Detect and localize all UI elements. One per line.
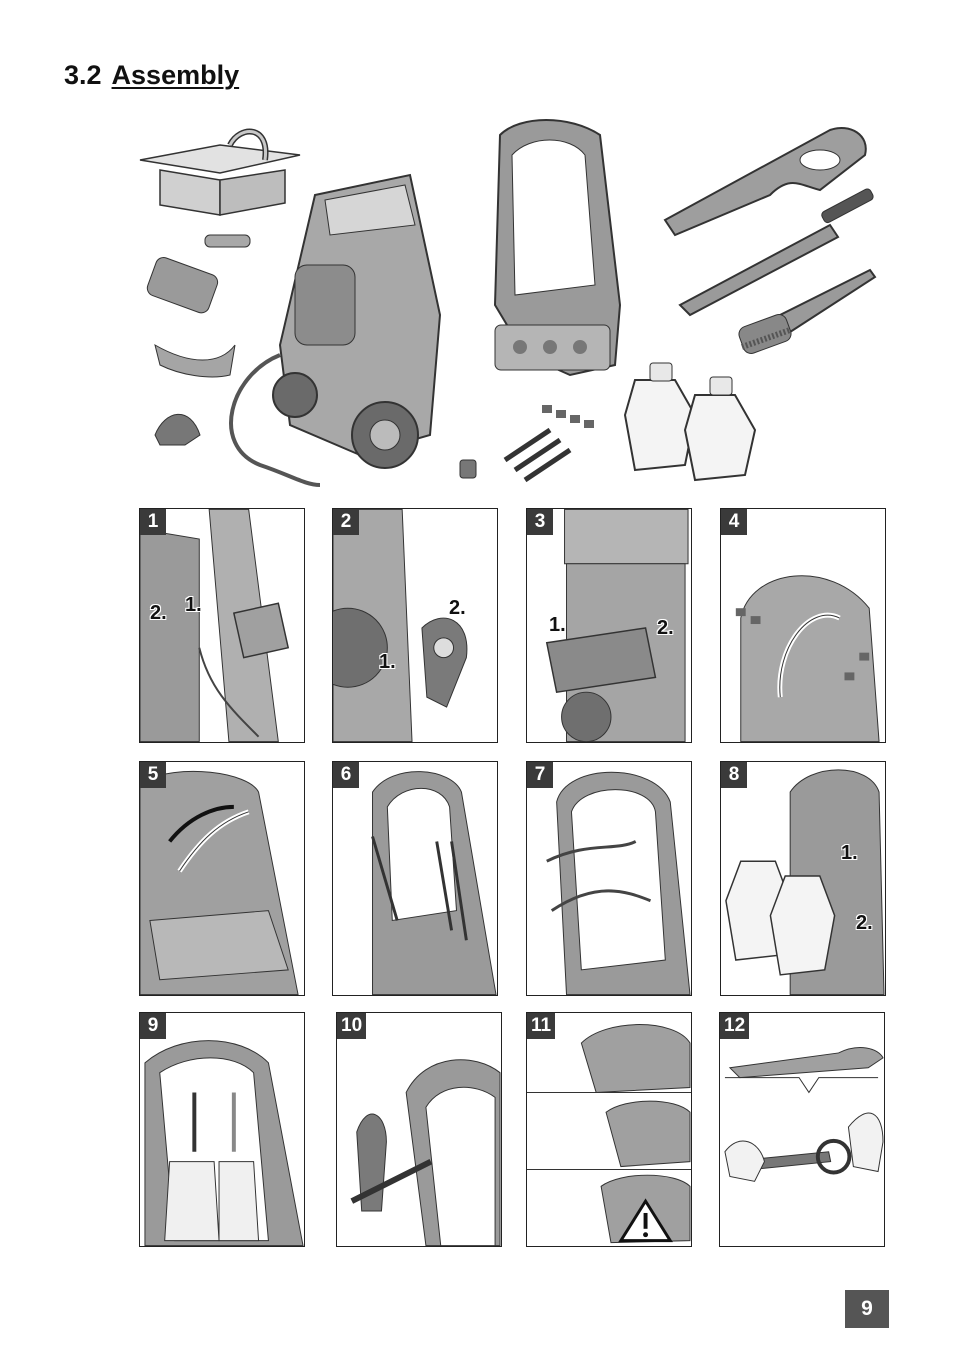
step-number: 2 <box>333 509 359 535</box>
step-illustration <box>333 509 468 742</box>
spray-gun-icon <box>663 127 867 237</box>
step-number: 9 <box>140 1013 166 1039</box>
step-panel: 8 1. 2. <box>720 761 886 996</box>
trolley-frame-icon <box>493 119 622 377</box>
screws-icon <box>459 405 594 483</box>
step-number: 1 <box>140 509 166 535</box>
step-illustration <box>140 509 290 742</box>
step-label: 1. <box>379 651 396 673</box>
step-illustration <box>144 1040 304 1246</box>
step-panel: 2 2. 1. <box>332 508 498 743</box>
section-number: 3.2 <box>64 60 102 90</box>
step-number: 12 <box>720 1013 750 1039</box>
step-number: 5 <box>140 762 166 788</box>
section-title: Assembly <box>111 60 240 90</box>
small-parts-icon <box>146 234 251 446</box>
step-illustration <box>350 1059 501 1246</box>
step-panel: 4 <box>720 508 886 743</box>
step-number: 6 <box>333 762 359 788</box>
step-illustration <box>724 1047 884 1182</box>
section-heading: 3.2 Assembly <box>64 60 239 91</box>
step-number: 11 <box>527 1013 556 1039</box>
step-panel: 10 <box>336 1012 502 1247</box>
step-illustration <box>527 1024 691 1244</box>
step-number: 8 <box>721 762 747 788</box>
warning-icon <box>618 1198 673 1243</box>
step-label: 1. <box>841 842 858 864</box>
step-label: 2. <box>856 912 873 934</box>
step-label: 1. <box>185 594 202 616</box>
pressure-washer-icon <box>229 173 442 487</box>
step-number: 4 <box>721 509 747 535</box>
step-label: 1. <box>549 614 566 636</box>
step-illustration <box>545 509 689 742</box>
step-panel: 6 <box>332 761 498 996</box>
page-number: 9 <box>845 1290 889 1328</box>
step-panel: 12 <box>719 1012 885 1247</box>
detergent-bottle-icon <box>623 362 757 482</box>
step-panel: 1 2. 1. <box>139 508 305 743</box>
step-number: 3 <box>527 509 553 535</box>
step-label: 2. <box>657 617 674 639</box>
step-illustration <box>735 575 880 742</box>
step-number: 10 <box>337 1013 367 1039</box>
step-panel: 3 1. 2. <box>526 508 692 743</box>
brush-icon <box>738 268 877 354</box>
step-illustration <box>546 771 691 995</box>
step-panel: 5 <box>139 761 305 996</box>
step-number: 7 <box>527 762 553 788</box>
step-panel: 7 <box>526 761 692 996</box>
box-icon <box>139 128 301 216</box>
step-panel: 9 <box>139 1012 305 1247</box>
lance-icon <box>678 188 874 317</box>
step-label: 2. <box>449 597 466 619</box>
step-illustration <box>725 769 885 995</box>
step-label: 2. <box>150 602 167 624</box>
step-illustration <box>140 770 299 995</box>
step-illustration <box>371 771 497 995</box>
step-panel: 11 <box>526 1012 692 1247</box>
parts-overview-illustration <box>139 119 877 487</box>
